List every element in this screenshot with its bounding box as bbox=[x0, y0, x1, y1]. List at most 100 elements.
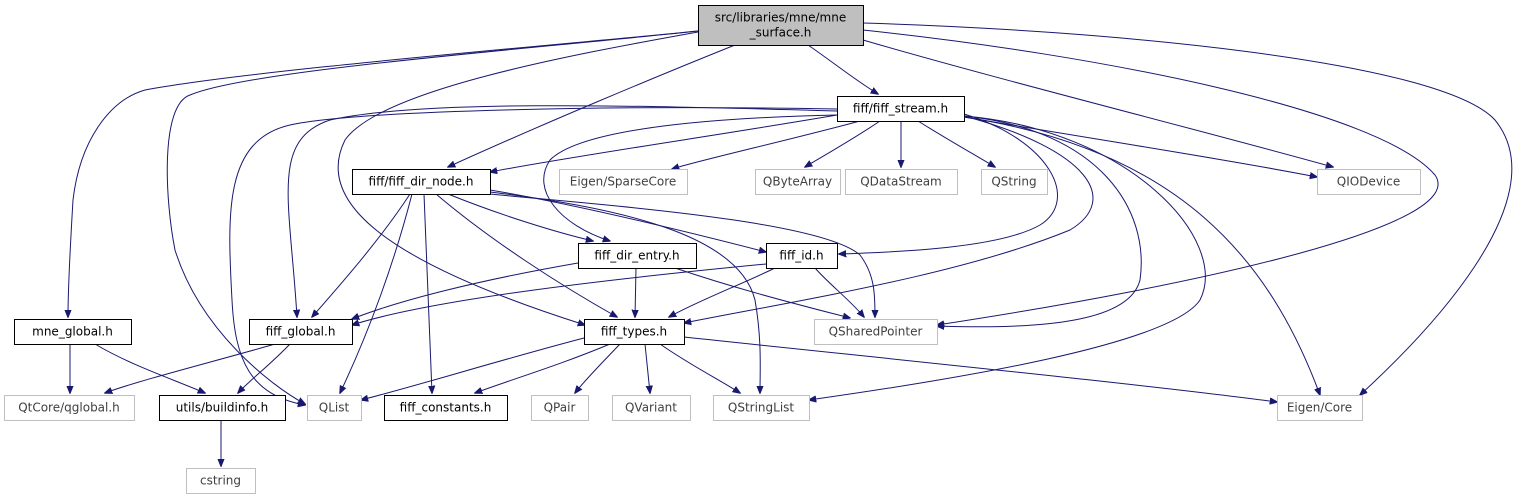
node-qvariant: QVariant bbox=[612, 395, 691, 421]
node-box bbox=[1277, 395, 1363, 421]
edge-fiff-stream-to-fiff-global bbox=[287, 105, 838, 317]
node-qlist: QList bbox=[307, 395, 362, 421]
node-mne-global[interactable]: mne_global.h bbox=[14, 319, 132, 345]
node-fiff-dir-node[interactable]: fiff/fiff_dir_node.h bbox=[352, 169, 491, 195]
node-label: QString bbox=[991, 175, 1036, 189]
edge-root-to-fiff-dir-node bbox=[448, 44, 736, 167]
edge-fiff-stream-to-qiodevice bbox=[963, 116, 1317, 177]
edge-root-to-qsharedpointer bbox=[862, 29, 1439, 325]
edge-fiff-dir-node-to-qsharedpointer bbox=[489, 193, 875, 317]
edge-fiff-types-to-qpair bbox=[575, 343, 621, 393]
node-box bbox=[531, 395, 589, 421]
node-qbytearray: QByteArray bbox=[755, 169, 841, 195]
node-box bbox=[307, 395, 362, 421]
edge-fiff-stream-to-fiff-types bbox=[684, 115, 1094, 323]
node-cstring: cstring bbox=[186, 468, 256, 494]
node-eigen-sparsecore: Eigen/SparseCore bbox=[559, 169, 688, 195]
node-label: Eigen/Core bbox=[1287, 401, 1352, 415]
node-label: fiff_global.h bbox=[266, 325, 336, 339]
edge-root-to-qlist bbox=[166, 30, 699, 404]
edge-fiff-dir-entry-to-fiff-types bbox=[635, 267, 636, 317]
edge-fiff-global-to-qtcore-qglobal bbox=[105, 343, 276, 393]
node-label: utils/buildinfo.h bbox=[176, 401, 269, 415]
node-box bbox=[814, 319, 938, 345]
node-qtcore-qglobal: QtCore/qglobal.h bbox=[4, 395, 135, 421]
node-label: mne_global.h bbox=[32, 325, 113, 339]
node-label: QList bbox=[319, 401, 350, 415]
node-box bbox=[837, 96, 965, 122]
edge-root-to-eigen-core bbox=[862, 22, 1513, 395]
edge-fiff-stream-to-fiff-id bbox=[839, 113, 1058, 254]
node-label: fiff_id.h bbox=[779, 249, 823, 263]
edge-fiff-global-to-utils-buildinfo bbox=[238, 343, 291, 393]
edge-fiff-dir-node-to-fiff-id bbox=[489, 189, 766, 252]
node-label: QPair bbox=[544, 401, 576, 415]
node-box bbox=[845, 169, 958, 195]
edge-fiff-id-to-qsharedpointer bbox=[814, 267, 864, 317]
edge-fiff-dir-node-to-qlist bbox=[340, 193, 413, 393]
node-qiodevice: QIODevice bbox=[1317, 169, 1421, 195]
edge-fiff-types-to-qvariant bbox=[644, 343, 650, 393]
node-box bbox=[584, 319, 685, 345]
node-fiff-stream[interactable]: fiff/fiff_stream.h bbox=[837, 96, 965, 122]
edge-fiff-dir-node-to-fiff-global bbox=[312, 193, 411, 317]
node-qdatastream: QDataStream bbox=[845, 169, 958, 195]
edge-fiff-types-to-qstringlist bbox=[659, 343, 740, 393]
edge-root-to-fiff-types bbox=[337, 31, 699, 325]
node-label: QSharedPointer bbox=[829, 325, 923, 339]
node-box bbox=[698, 5, 864, 46]
edge-fiff-types-to-fiff-constants bbox=[475, 343, 611, 393]
node-box bbox=[981, 169, 1048, 195]
edges-layer bbox=[68, 22, 1513, 466]
node-box bbox=[352, 169, 491, 195]
node-box bbox=[766, 243, 838, 269]
node-box bbox=[1317, 169, 1421, 195]
node-label: fiff_types.h bbox=[601, 325, 667, 339]
node-qpair: QPair bbox=[531, 395, 589, 421]
edge-mne-global-to-utils-buildinfo bbox=[94, 343, 205, 393]
edge-fiff-stream-to-qsharedpointer bbox=[937, 115, 1142, 327]
node-box bbox=[578, 243, 697, 269]
node-label: src/libraries/mne/mne bbox=[715, 11, 846, 25]
node-fiff-id[interactable]: fiff_id.h bbox=[766, 243, 838, 269]
edge-fiff-types-to-qlist bbox=[361, 337, 585, 400]
node-box bbox=[249, 319, 353, 345]
node-box bbox=[559, 169, 688, 195]
node-box bbox=[755, 169, 841, 195]
edge-fiff-stream-to-eigen-core bbox=[963, 116, 1320, 395]
node-label: QStringList bbox=[728, 401, 795, 415]
node-utils-buildinfo[interactable]: utils/buildinfo.h bbox=[159, 395, 286, 421]
edge-fiff-types-to-eigen-core bbox=[683, 336, 1277, 402]
node-label: QIODevice bbox=[1337, 175, 1400, 189]
edge-fiff-dir-node-to-fiff-types bbox=[435, 193, 617, 317]
node-label: Eigen/SparseCore bbox=[570, 175, 677, 189]
node-fiff-global[interactable]: fiff_global.h bbox=[249, 319, 353, 345]
edge-fiff-dir-node-to-fiff-dir-entry bbox=[447, 193, 593, 241]
node-qstringlist: QStringList bbox=[713, 395, 810, 421]
node-root[interactable]: src/libraries/mne/mne_surface.h bbox=[698, 5, 864, 46]
node-box bbox=[612, 395, 691, 421]
edge-root-to-qiodevice bbox=[862, 39, 1333, 167]
node-label: fiff_constants.h bbox=[400, 401, 492, 415]
node-fiff-constants[interactable]: fiff_constants.h bbox=[384, 395, 508, 421]
node-label: fiff/fiff_dir_node.h bbox=[369, 175, 474, 189]
edge-fiff-dir-node-to-qstringlist bbox=[489, 191, 760, 393]
edge-root-to-mne-global bbox=[68, 30, 699, 317]
node-label: QtCore/qglobal.h bbox=[18, 401, 120, 415]
node-fiff-dir-entry[interactable]: fiff_dir_entry.h bbox=[578, 243, 697, 269]
node-box bbox=[14, 319, 132, 345]
node-label: QDataStream bbox=[860, 175, 942, 189]
edge-fiff-stream-to-fiff-dir-node bbox=[490, 114, 838, 172]
edge-fiff-dir-node-to-fiff-constants bbox=[423, 193, 432, 393]
node-label: cstring bbox=[200, 474, 241, 488]
node-box bbox=[4, 395, 135, 421]
edge-fiff-stream-to-qstring bbox=[917, 120, 995, 167]
node-label: QByteArray bbox=[763, 175, 832, 189]
edge-fiff-stream-to-qlist bbox=[229, 107, 838, 405]
edge-fiff-stream-to-qbytearray bbox=[805, 120, 881, 167]
edge-fiff-stream-to-qstringlist bbox=[809, 115, 1206, 400]
node-fiff-types[interactable]: fiff_types.h bbox=[584, 319, 685, 345]
edge-fiff-stream-to-fiff-dir-entry bbox=[543, 114, 838, 241]
node-label: _surface.h bbox=[749, 26, 812, 40]
